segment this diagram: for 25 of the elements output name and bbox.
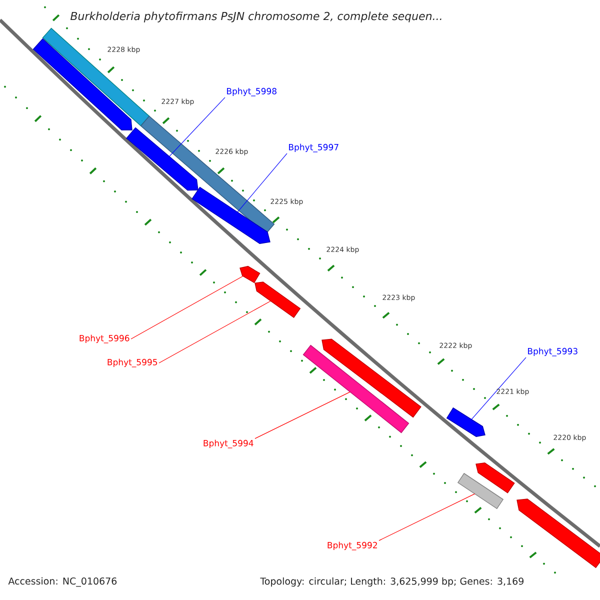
gene-feature (254, 282, 301, 318)
gene-label: Bphyt_5997 (289, 144, 338, 152)
gene-feature (42, 28, 150, 126)
leader-line (130, 276, 244, 340)
leader-line (169, 97, 226, 157)
gene-label: Bphyt_5995 (108, 358, 158, 368)
gene-label: Bphyt_5996 (80, 334, 130, 344)
gene-feature (126, 127, 198, 191)
gene-feature (240, 266, 260, 284)
leader-line (254, 392, 350, 439)
gene-label: Bphyt_5992 (328, 542, 377, 550)
title-text: Burkholderia phytofirmans PsJN chromosome 2, complete sequen... (70, 12, 442, 22)
gene-feature (476, 462, 515, 494)
accession-text: Accession: NC_010676 (8, 577, 117, 587)
gene-feature (192, 186, 270, 244)
leader-line (378, 494, 476, 541)
gene-feature (322, 338, 422, 418)
gene-feature (302, 344, 410, 434)
gene-label: Bphyt_5994 (204, 440, 254, 448)
leader-line (471, 357, 526, 420)
leader-line (237, 153, 288, 212)
leader-line (158, 300, 271, 364)
gene-label: Bphyt_5998 (227, 88, 276, 96)
gene-label: Bphyt_5993 (528, 348, 578, 356)
genome-summary-text: Topology: circular; Length: 3,625,999 bp; Genes: 3,169 (260, 577, 524, 587)
